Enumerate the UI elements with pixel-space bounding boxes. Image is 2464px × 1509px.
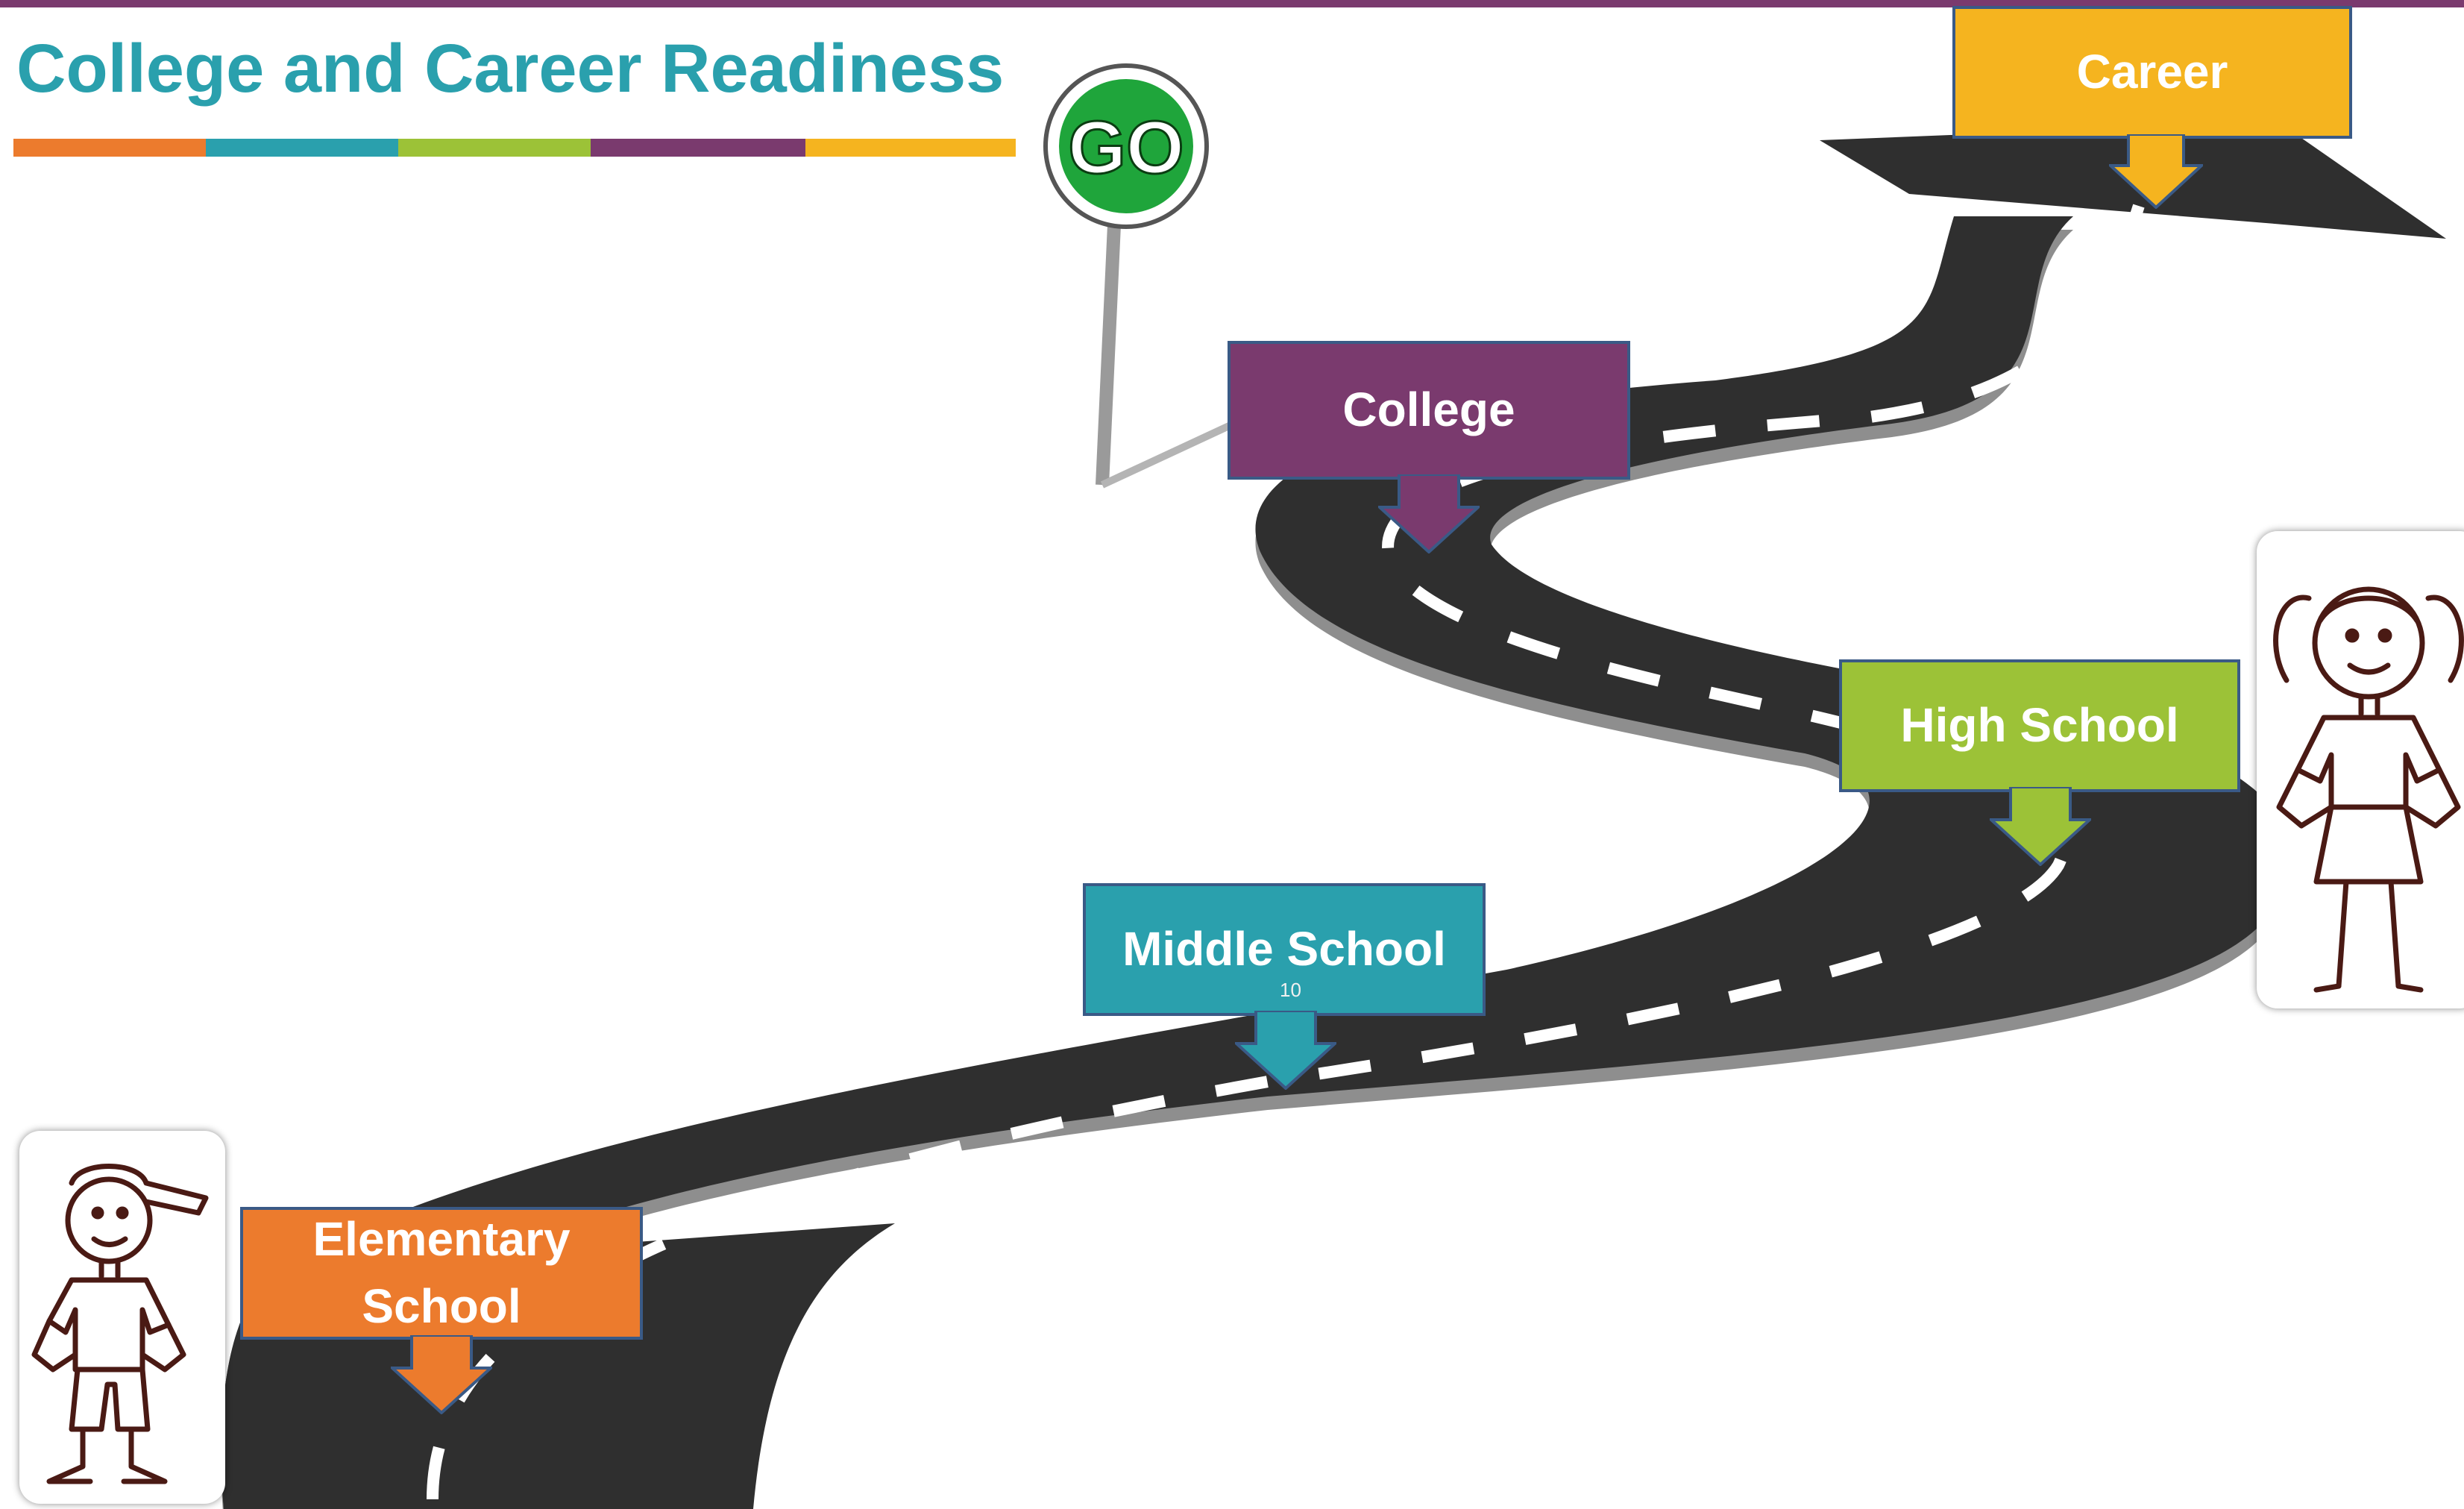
high-school-pointer-arrow	[1990, 787, 2091, 866]
milestone-middle-school-label: Middle School	[1083, 883, 1486, 1016]
sign-pole-shadow	[1100, 421, 1233, 489]
girl-stick-figure-icon	[2273, 586, 2464, 993]
road-center-line	[427, 147, 2161, 1500]
milestone-high-school-text: High School	[1900, 698, 2179, 753]
road-surface	[221, 216, 2292, 1509]
milestone-high-school-label: High School	[1839, 659, 2240, 792]
color-bar-segment	[398, 139, 591, 157]
college-pointer-arrow	[1378, 474, 1480, 553]
slide-title: College and Career Readiness	[16, 31, 1005, 107]
go-sign-text: GO	[1068, 106, 1184, 189]
girl-figure-card	[2257, 531, 2464, 1008]
milestone-career-label: Career	[1952, 6, 2352, 139]
milestone-college-label: College	[1228, 341, 1630, 480]
milestone-elementary-school-text: Elementary School	[312, 1212, 571, 1333]
milestone-college-text: College	[1342, 383, 1515, 437]
color-bar-segment	[206, 139, 398, 157]
milestone-middle-school-text: Middle School	[1122, 922, 1446, 976]
color-bar-segment	[13, 139, 206, 157]
color-bar-segment	[591, 139, 805, 157]
page-number: 10	[1280, 979, 1301, 1001]
title-color-bar	[13, 139, 1016, 157]
color-bar-segment	[805, 139, 1016, 157]
milestone-elementary-school-label: Elementary School	[240, 1207, 643, 1340]
middle-school-pointer-arrow	[1235, 1011, 1336, 1090]
sign-pole	[1096, 208, 1122, 486]
milestone-career-text: Career	[2076, 45, 2228, 99]
career-pointer-arrow	[2109, 134, 2203, 209]
top-accent-line	[0, 0, 2464, 7]
boy-stick-figure-icon	[31, 1164, 209, 1484]
road-shadow	[221, 230, 2292, 1509]
go-sign-face	[1059, 79, 1193, 213]
elementary-school-pointer-arrow	[391, 1335, 492, 1414]
boy-figure-card	[19, 1131, 225, 1504]
